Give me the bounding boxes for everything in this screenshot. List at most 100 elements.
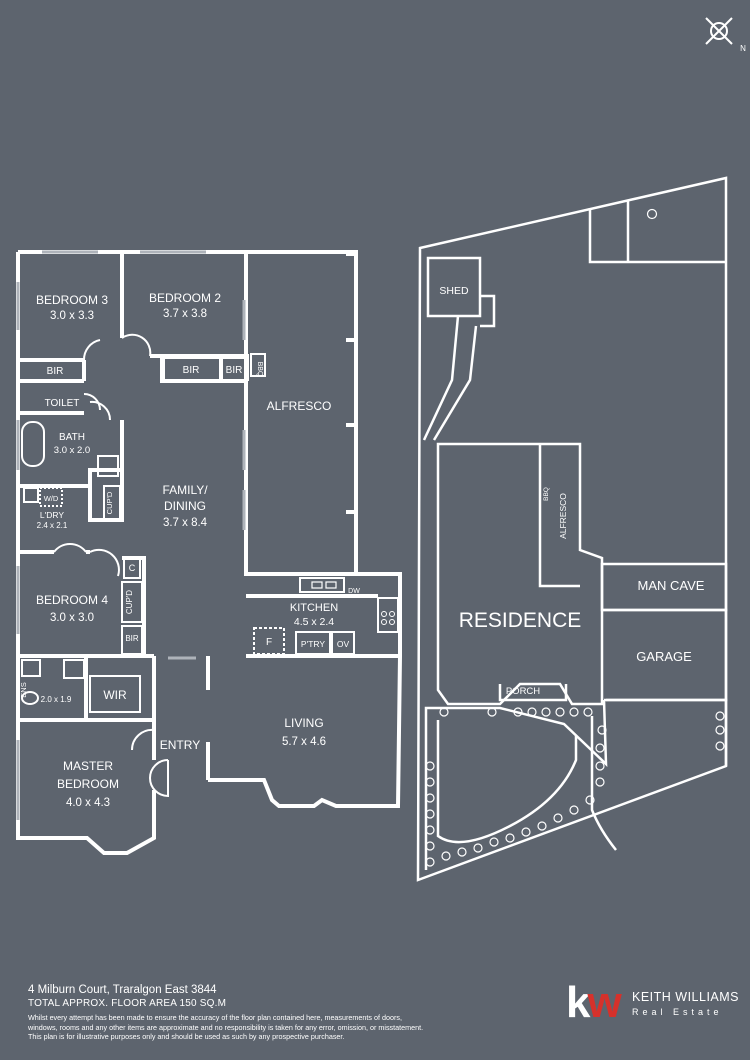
- family-label-2: DINING: [164, 499, 206, 513]
- master-size: 4.0 x 4.3: [66, 797, 110, 809]
- bir1-label: BIR: [47, 366, 64, 377]
- footer: 4 Milburn Court, Traralgon East 3844 TOT…: [28, 983, 548, 1042]
- porch: [498, 684, 568, 702]
- ens-label: ENS: [19, 682, 28, 697]
- bir4-box: [121, 625, 143, 655]
- kw-logo-mark: kw: [566, 978, 622, 1028]
- bath-tub: [21, 421, 45, 467]
- man-cave-label: MAN CAVE: [638, 578, 705, 593]
- bbq-label: BBQ: [256, 362, 263, 377]
- cupd2-label: CUP'D: [125, 590, 134, 614]
- c-box: [123, 557, 141, 579]
- bbq-cabinet: [250, 353, 266, 377]
- kitchen-label: KITCHEN: [290, 602, 338, 614]
- path-2: [432, 325, 478, 441]
- site-corner-shed-top: [588, 208, 726, 264]
- wir-label: WIR: [103, 688, 127, 702]
- floor-and-site-plan: N BEDROOM 3 3.0 x 3.3 BEDROOM 2 3.7 x 3.…: [16, 17, 746, 882]
- toilet-bowl: [21, 691, 39, 705]
- laundry-label: L'DRY: [40, 510, 64, 520]
- bedroom4-size: 3.0 x 3.0: [50, 612, 94, 624]
- bath-label: BATH: [59, 432, 85, 443]
- door-toilet: [83, 393, 101, 411]
- shed-label: SHED: [439, 285, 469, 297]
- bedroom3-size: 3.0 x 3.3: [50, 310, 94, 322]
- door-master: [130, 728, 155, 751]
- ens-vanity: [21, 659, 41, 677]
- door-entry: [149, 759, 169, 798]
- keith-williams-logo: kw KEITH WILLIAMS Real Estate: [566, 978, 740, 1027]
- wall-alfresco-left: [244, 252, 356, 576]
- family-label-1: FAMILY/: [162, 483, 208, 497]
- bedroom4-label: BEDROOM 4: [36, 593, 108, 607]
- bir3-label: BIR: [226, 365, 243, 376]
- toilet-label: TOILET: [45, 398, 80, 409]
- fridge-box: [253, 627, 285, 655]
- shed: [426, 256, 482, 318]
- bir4-label: BIR: [125, 634, 139, 643]
- ens-size: 2.0 x 1.9: [41, 695, 72, 704]
- laundry-size: 2.4 x 2.1: [37, 521, 68, 530]
- wall-bath-right: [88, 420, 124, 522]
- disclaimer: Whilst every attempt has been made to en…: [28, 1013, 548, 1042]
- master-label-1: MASTER: [63, 759, 113, 773]
- entry-label: ENTRY: [160, 738, 200, 752]
- path-1: [422, 315, 460, 441]
- disclaimer-line-2: windows, rooms and any other items are a…: [28, 1022, 424, 1032]
- family-size: 3.7 x 8.4: [163, 517, 208, 529]
- address: 4 Milburn Court, Traralgon East 3844: [28, 984, 217, 996]
- logo-brand-tagline: Real Estate: [632, 1007, 723, 1017]
- bir-bed2-b: [221, 357, 247, 381]
- driveway: [424, 698, 728, 870]
- residence: [436, 442, 604, 706]
- residence-label: RESIDENCE: [459, 609, 582, 632]
- cupd2-box: [121, 581, 143, 623]
- disclaimer-line-3: This plan is for illustrative purposes o…: [28, 1032, 345, 1041]
- disclaimer-line-1: Whilst every attempt has been made to en…: [28, 1013, 402, 1022]
- living-size: 5.7 x 4.6: [282, 736, 326, 748]
- wir-box: [89, 675, 141, 713]
- alfresco-label: ALFRESCO: [267, 399, 332, 413]
- bir-bed3: [17, 359, 85, 381]
- bedroom3-label: BEDROOM 3: [36, 293, 108, 307]
- door-hall: [82, 339, 101, 361]
- bath-size: 3.0 x 2.0: [54, 445, 90, 456]
- cupd1-label: CUP'D: [105, 491, 114, 514]
- logo-k: k: [566, 978, 591, 1027]
- site-alfresco-label: ALFRESCO: [558, 493, 568, 539]
- pantry-label: P'TRY: [301, 639, 325, 649]
- kitchen-size: 4.5 x 2.4: [294, 616, 334, 628]
- fridge-label: F: [266, 637, 272, 648]
- north-label: N: [740, 44, 746, 53]
- garage-label: GARAGE: [636, 649, 692, 664]
- master-label-2: BEDROOM: [57, 777, 119, 791]
- door-bed2: [121, 333, 152, 357]
- oven-box: [331, 631, 355, 655]
- pantry-box: [295, 631, 331, 655]
- door-bath: [89, 400, 112, 421]
- kitchen-bench: [299, 577, 345, 593]
- laundry-sink: [23, 487, 39, 503]
- bir2-label: BIR: [183, 365, 200, 376]
- garden-right: [590, 716, 617, 851]
- kitchen-island: [377, 597, 399, 633]
- door-ldry: [53, 543, 87, 553]
- garden-curve: [436, 720, 578, 844]
- site-bbq-label: BBQ: [543, 487, 550, 501]
- site-boundary: [416, 176, 728, 882]
- bedroom2-size: 3.7 x 3.8: [163, 308, 207, 320]
- shower: [97, 455, 119, 477]
- compass-icon: [705, 17, 733, 45]
- living-label: LIVING: [284, 716, 323, 730]
- shed-annex: [480, 294, 496, 328]
- logo-brand-name: KEITH WILLIAMS: [632, 990, 740, 1004]
- logo-w: w: [587, 978, 621, 1027]
- ens-shower: [63, 659, 85, 679]
- porch-label: PORCH: [506, 686, 540, 697]
- dw-label: DW: [348, 588, 360, 595]
- cupd-box: [103, 485, 121, 521]
- oven-label: OV: [337, 639, 350, 649]
- total-area: TOTAL APPROX. FLOOR AREA 150 SQ.M: [28, 998, 227, 1009]
- alfresco-site: [538, 444, 580, 588]
- bir-bed2-a: [163, 357, 221, 381]
